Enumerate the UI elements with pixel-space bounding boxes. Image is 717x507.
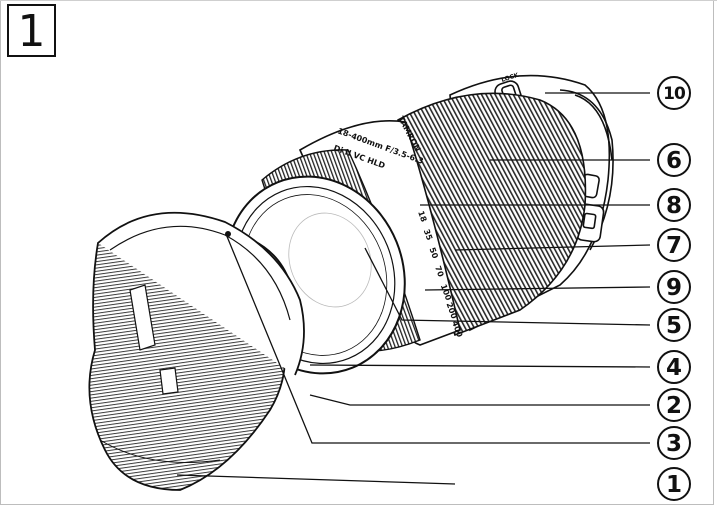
- callout-markers: 1 2 3 4 5 6 7: [657, 76, 691, 501]
- callout-3: 3: [657, 426, 691, 460]
- callout-7: 7: [657, 228, 691, 262]
- callout-9-label: 9: [666, 275, 682, 301]
- callout-9: 9: [657, 270, 691, 304]
- top-rule: [0, 0, 717, 1]
- callout-6: 6: [657, 143, 691, 177]
- callout-8-label: 8: [666, 193, 682, 219]
- figure-number-box: 1: [7, 4, 56, 57]
- figure-number: 1: [17, 5, 46, 57]
- leader-lines: [176, 92, 651, 485]
- callout-8: 8: [657, 188, 691, 222]
- callout-3-label: 3: [666, 431, 682, 457]
- callout-4: 4: [657, 350, 691, 384]
- lens-hood: [88, 211, 305, 491]
- callout-10: 10: [657, 76, 691, 110]
- callout-7-label: 7: [666, 233, 682, 259]
- callout-6-label: 6: [666, 148, 682, 174]
- focal-scale-mark: 50: [427, 246, 439, 260]
- callout-2: 2: [657, 388, 691, 422]
- callout-10-label: 10: [663, 84, 686, 104]
- callout-4-label: 4: [666, 355, 682, 381]
- callout-5-label: 5: [666, 313, 682, 339]
- focal-scale-mark: 18: [416, 210, 428, 224]
- focal-scale-mark: 70: [433, 265, 445, 279]
- callout-1-label: 1: [666, 472, 682, 498]
- callout-1: 1: [657, 467, 691, 501]
- callout-2-label: 2: [666, 393, 682, 419]
- callout-5: 5: [657, 308, 691, 342]
- focal-scale-mark: 35: [422, 228, 434, 242]
